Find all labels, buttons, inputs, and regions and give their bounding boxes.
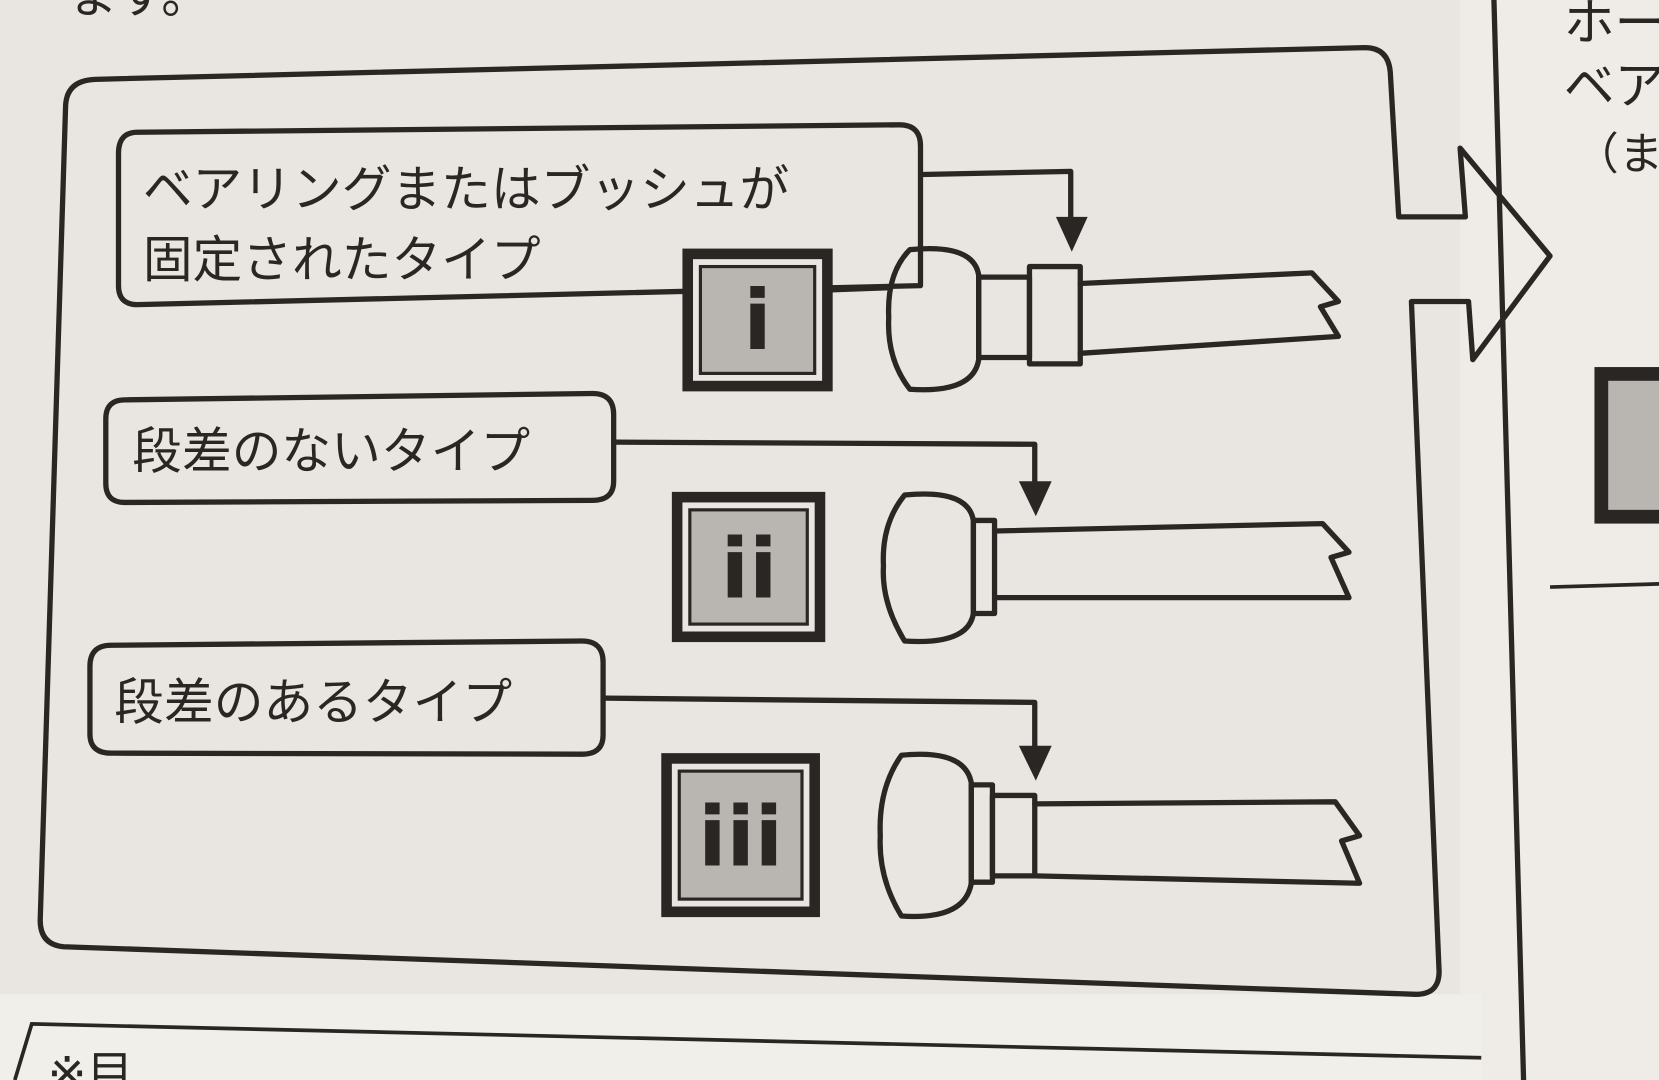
label-1-line-1: ベアリングまたはブッシュが (143, 160, 789, 218)
label-box-3 (87, 638, 606, 757)
arrow-head-1 (1055, 216, 1088, 252)
right-column-text-2: ベア (1564, 57, 1659, 116)
label-1-line-2: 固定されたタイプ (143, 231, 541, 289)
arrow-line-3 (602, 695, 1038, 763)
label-2-text: 段差のないタイプ (132, 423, 530, 481)
arrow-head-3 (1018, 745, 1052, 781)
right-column-text-1: ホー (1564, 0, 1659, 52)
badge-i: i (682, 248, 833, 392)
type-1-fixed-bearing: ベアリングまたはブッシュが 固定されたタイプ i (115, 122, 1342, 393)
label-box-1 (115, 122, 924, 308)
badge-numeral-ii: ii (721, 522, 778, 618)
badge-iii: iii (661, 753, 820, 918)
label-3-text: 段差のあるタイプ (114, 673, 512, 731)
main-frame (37, 44, 1553, 997)
badge-ii: ii (671, 491, 826, 643)
shaft-with-collar-illustration (885, 245, 1342, 393)
arrow-line-2 (613, 439, 1038, 500)
type-2-no-step: 段差のないタイプ ii (103, 390, 1352, 645)
shaft-stepped-illustration (877, 751, 1363, 920)
label-box-2 (103, 390, 617, 506)
partial-badge (1594, 367, 1659, 524)
badge-numeral-iii: iii (698, 789, 783, 885)
shaft-no-step-illustration (880, 491, 1352, 645)
top-left-text: ます。 (69, 0, 210, 25)
bottom-note-text: ※目 (48, 1047, 134, 1080)
connector-line-1 (827, 285, 892, 293)
bottom-area-background (0, 994, 1482, 1080)
badge-numeral-i: i (743, 273, 771, 369)
note-box (13, 1022, 1482, 1080)
right-column-text-3: （ま (1574, 129, 1659, 180)
right-page-background (1460, 0, 1659, 1080)
right-column-rule (1549, 582, 1659, 589)
type-3-stepped: 段差のあるタイプ iii (87, 638, 1363, 920)
arrow-head-2 (1018, 481, 1052, 517)
right-column-divider (1491, 0, 1527, 1080)
